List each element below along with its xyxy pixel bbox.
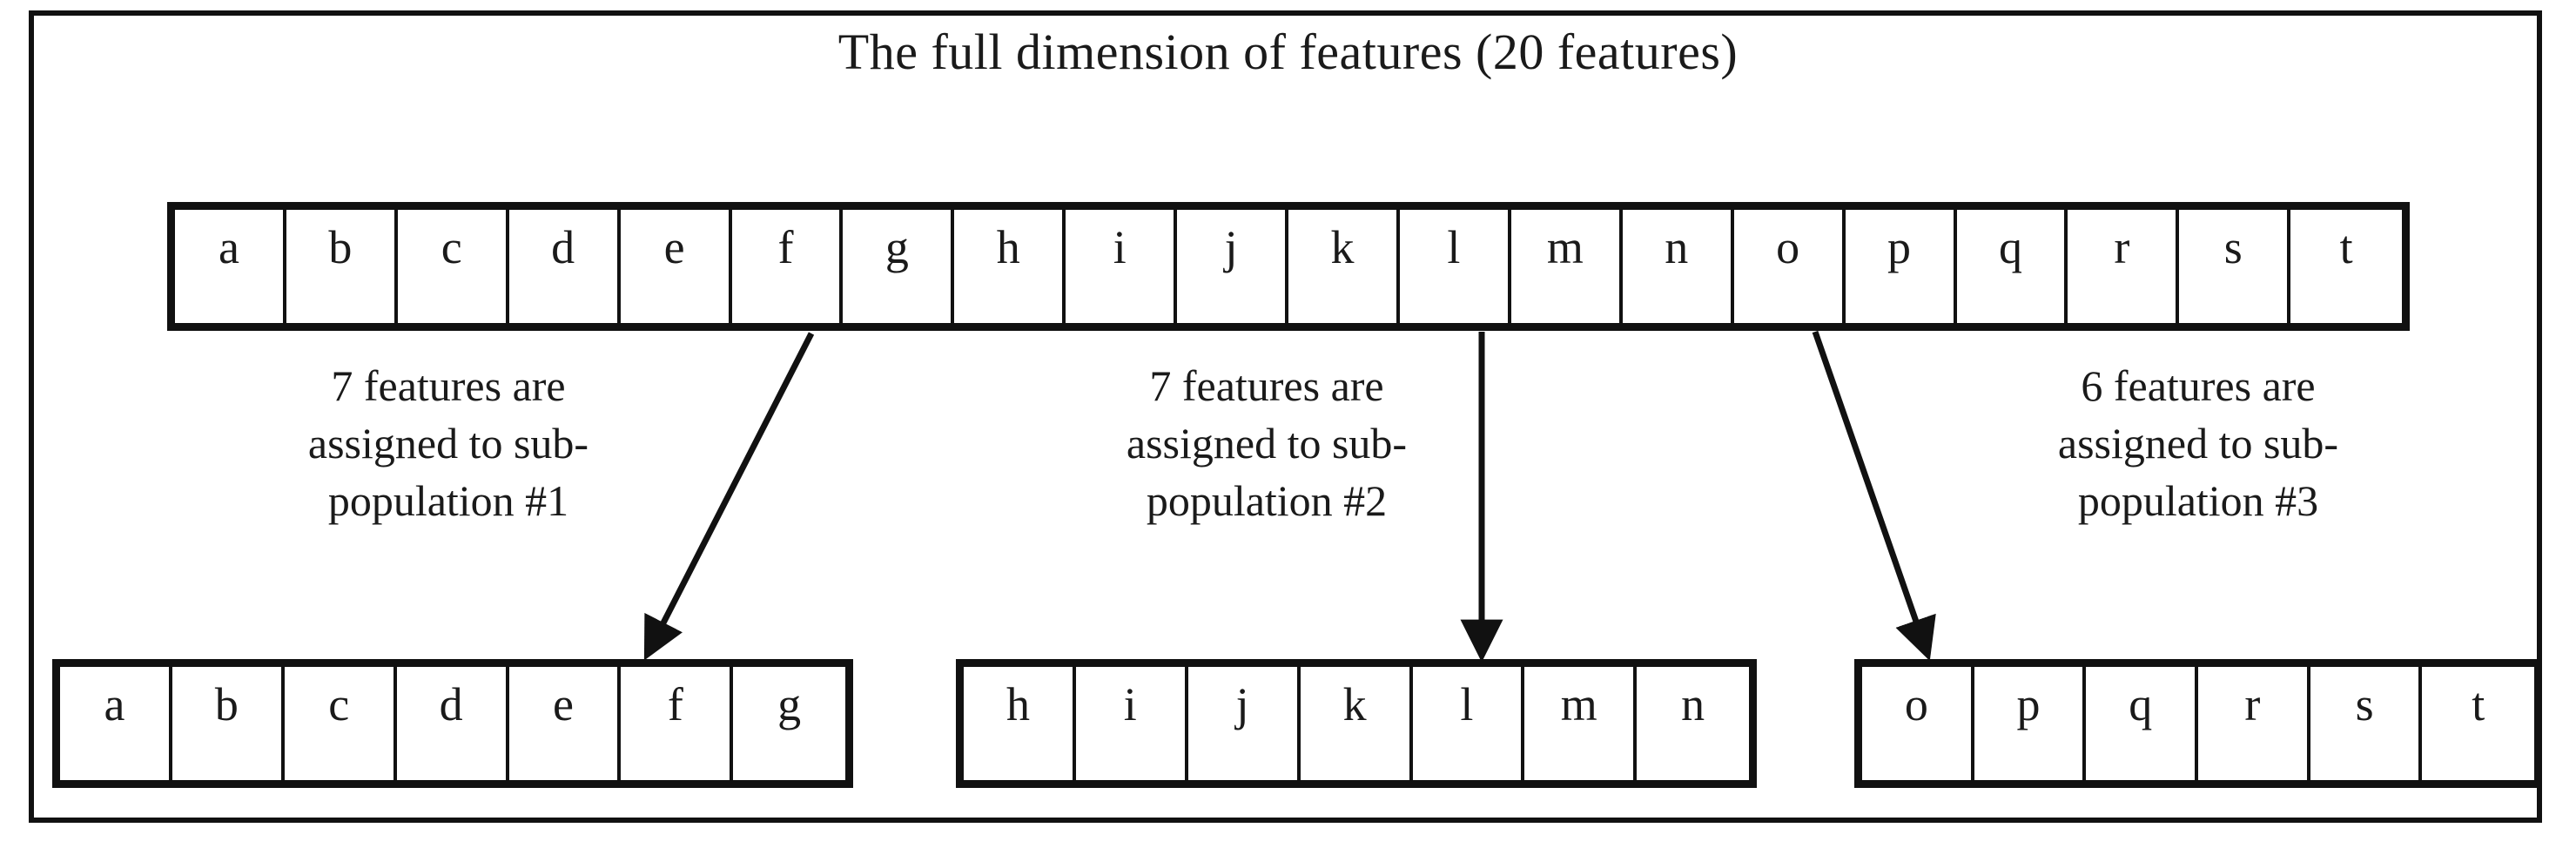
feature-cell: b (172, 667, 285, 780)
feature-cell: r (2068, 210, 2180, 323)
feature-cell: j (1187, 667, 1301, 780)
feature-cell: q (2086, 667, 2199, 780)
full-dimension-feature-row: a b c d e f g h i j k l m n o p q r s t (167, 202, 2410, 331)
feature-cell: o (1862, 667, 1974, 780)
feature-cell: a (60, 667, 172, 780)
figure-title: The full dimension of features (20 featu… (837, 24, 1739, 80)
feature-cell: a (175, 210, 286, 323)
feature-cell: g (843, 210, 955, 323)
feature-cell: t (2290, 210, 2403, 323)
caption-subpopulation-3: 6 features are assigned to sub- populati… (1928, 357, 2468, 529)
feature-cell: c (284, 667, 397, 780)
feature-cell: p (1845, 210, 1957, 323)
feature-cell: t (2422, 667, 2535, 780)
feature-cell: g (733, 667, 846, 780)
feature-cell: c (397, 210, 509, 323)
feature-cell: m (1524, 667, 1638, 780)
feature-cell: b (286, 210, 398, 323)
feature-cell: i (1066, 210, 1178, 323)
caption-line: assigned to sub- (2057, 419, 2339, 468)
feature-cell: o (1733, 210, 1846, 323)
feature-cell: k (1288, 210, 1400, 323)
feature-cell: l (1412, 667, 1525, 780)
feature-cell: s (2310, 667, 2423, 780)
caption-line: 7 features are (331, 361, 566, 410)
feature-cell: f (731, 210, 844, 323)
caption-line: assigned to sub- (1126, 419, 1408, 468)
subpopulation-1-row: a b c d e f g (52, 659, 853, 788)
feature-cell: h (954, 210, 1066, 323)
feature-cell: j (1177, 210, 1289, 323)
feature-cell: p (1974, 667, 2087, 780)
feature-cell: h (964, 667, 1076, 780)
feature-cell: m (1510, 210, 1623, 323)
caption-line: 6 features are (2081, 361, 2316, 410)
feature-cell: d (508, 210, 621, 323)
feature-cell: r (2198, 667, 2310, 780)
feature-cell: f (621, 667, 734, 780)
subpopulation-2-row: h i j k l m n (956, 659, 1757, 788)
feature-cell: n (1637, 667, 1750, 780)
caption-line: population #3 (2077, 476, 2319, 525)
feature-cell: q (1956, 210, 2068, 323)
feature-cell: e (620, 210, 732, 323)
caption-subpopulation-2: 7 features are assigned to sub- populati… (997, 357, 1537, 529)
feature-cell: l (1399, 210, 1511, 323)
caption-line: population #2 (1146, 476, 1388, 525)
feature-cell: n (1622, 210, 1734, 323)
caption-line: assigned to sub- (307, 419, 589, 468)
caption-line: population #1 (327, 476, 569, 525)
feature-cell: s (2179, 210, 2291, 323)
feature-cell: e (508, 667, 622, 780)
feature-cell: k (1300, 667, 1413, 780)
caption-subpopulation-1: 7 features are assigned to sub- populati… (178, 357, 718, 529)
feature-cell: i (1075, 667, 1188, 780)
subpopulation-3-row: o p q r s t (1854, 659, 2542, 788)
feature-cell: d (396, 667, 509, 780)
caption-line: 7 features are (1149, 361, 1384, 410)
